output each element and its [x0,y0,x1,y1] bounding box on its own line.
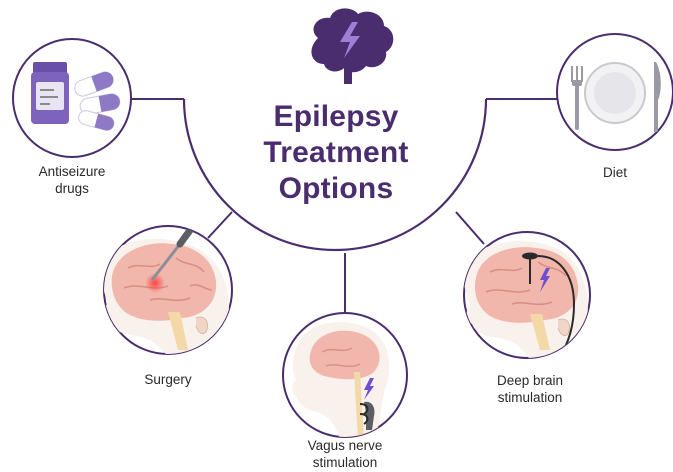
label-antiseizure-line1: Antiseizure [14,163,130,180]
label-diet: Diet [580,164,650,181]
deep-brain-stimulation-node [464,232,590,364]
label-dbs-line1: Deep brain [470,372,590,389]
label-surgery: Surgery [120,371,216,388]
label-vagus-line2: stimulation [290,454,400,471]
label-dbs-line2: stimulation [470,389,590,406]
label-antiseizure-drugs: Antiseizure drugs [14,163,130,197]
title-line-1: Epilepsy [236,100,436,134]
vagus-nerve-node [283,313,407,440]
label-vagus-line1: Vagus nerve [290,437,400,454]
diet-node [557,34,673,150]
connector-surgery [208,212,232,238]
brain-lightning-icon [311,8,393,84]
title-line-3: Options [236,172,436,206]
label-vagus-nerve-stimulation: Vagus nerve stimulation [290,437,400,471]
deep-brain-electrode-icon [464,241,588,364]
label-antiseizure-line2: drugs [14,180,130,197]
label-deep-brain-stimulation: Deep brain stimulation [470,372,590,406]
title-line-2: Treatment [236,136,436,170]
antiseizure-drugs-node [13,39,131,157]
surgery-node [102,222,232,360]
connector-dbs [456,212,484,244]
